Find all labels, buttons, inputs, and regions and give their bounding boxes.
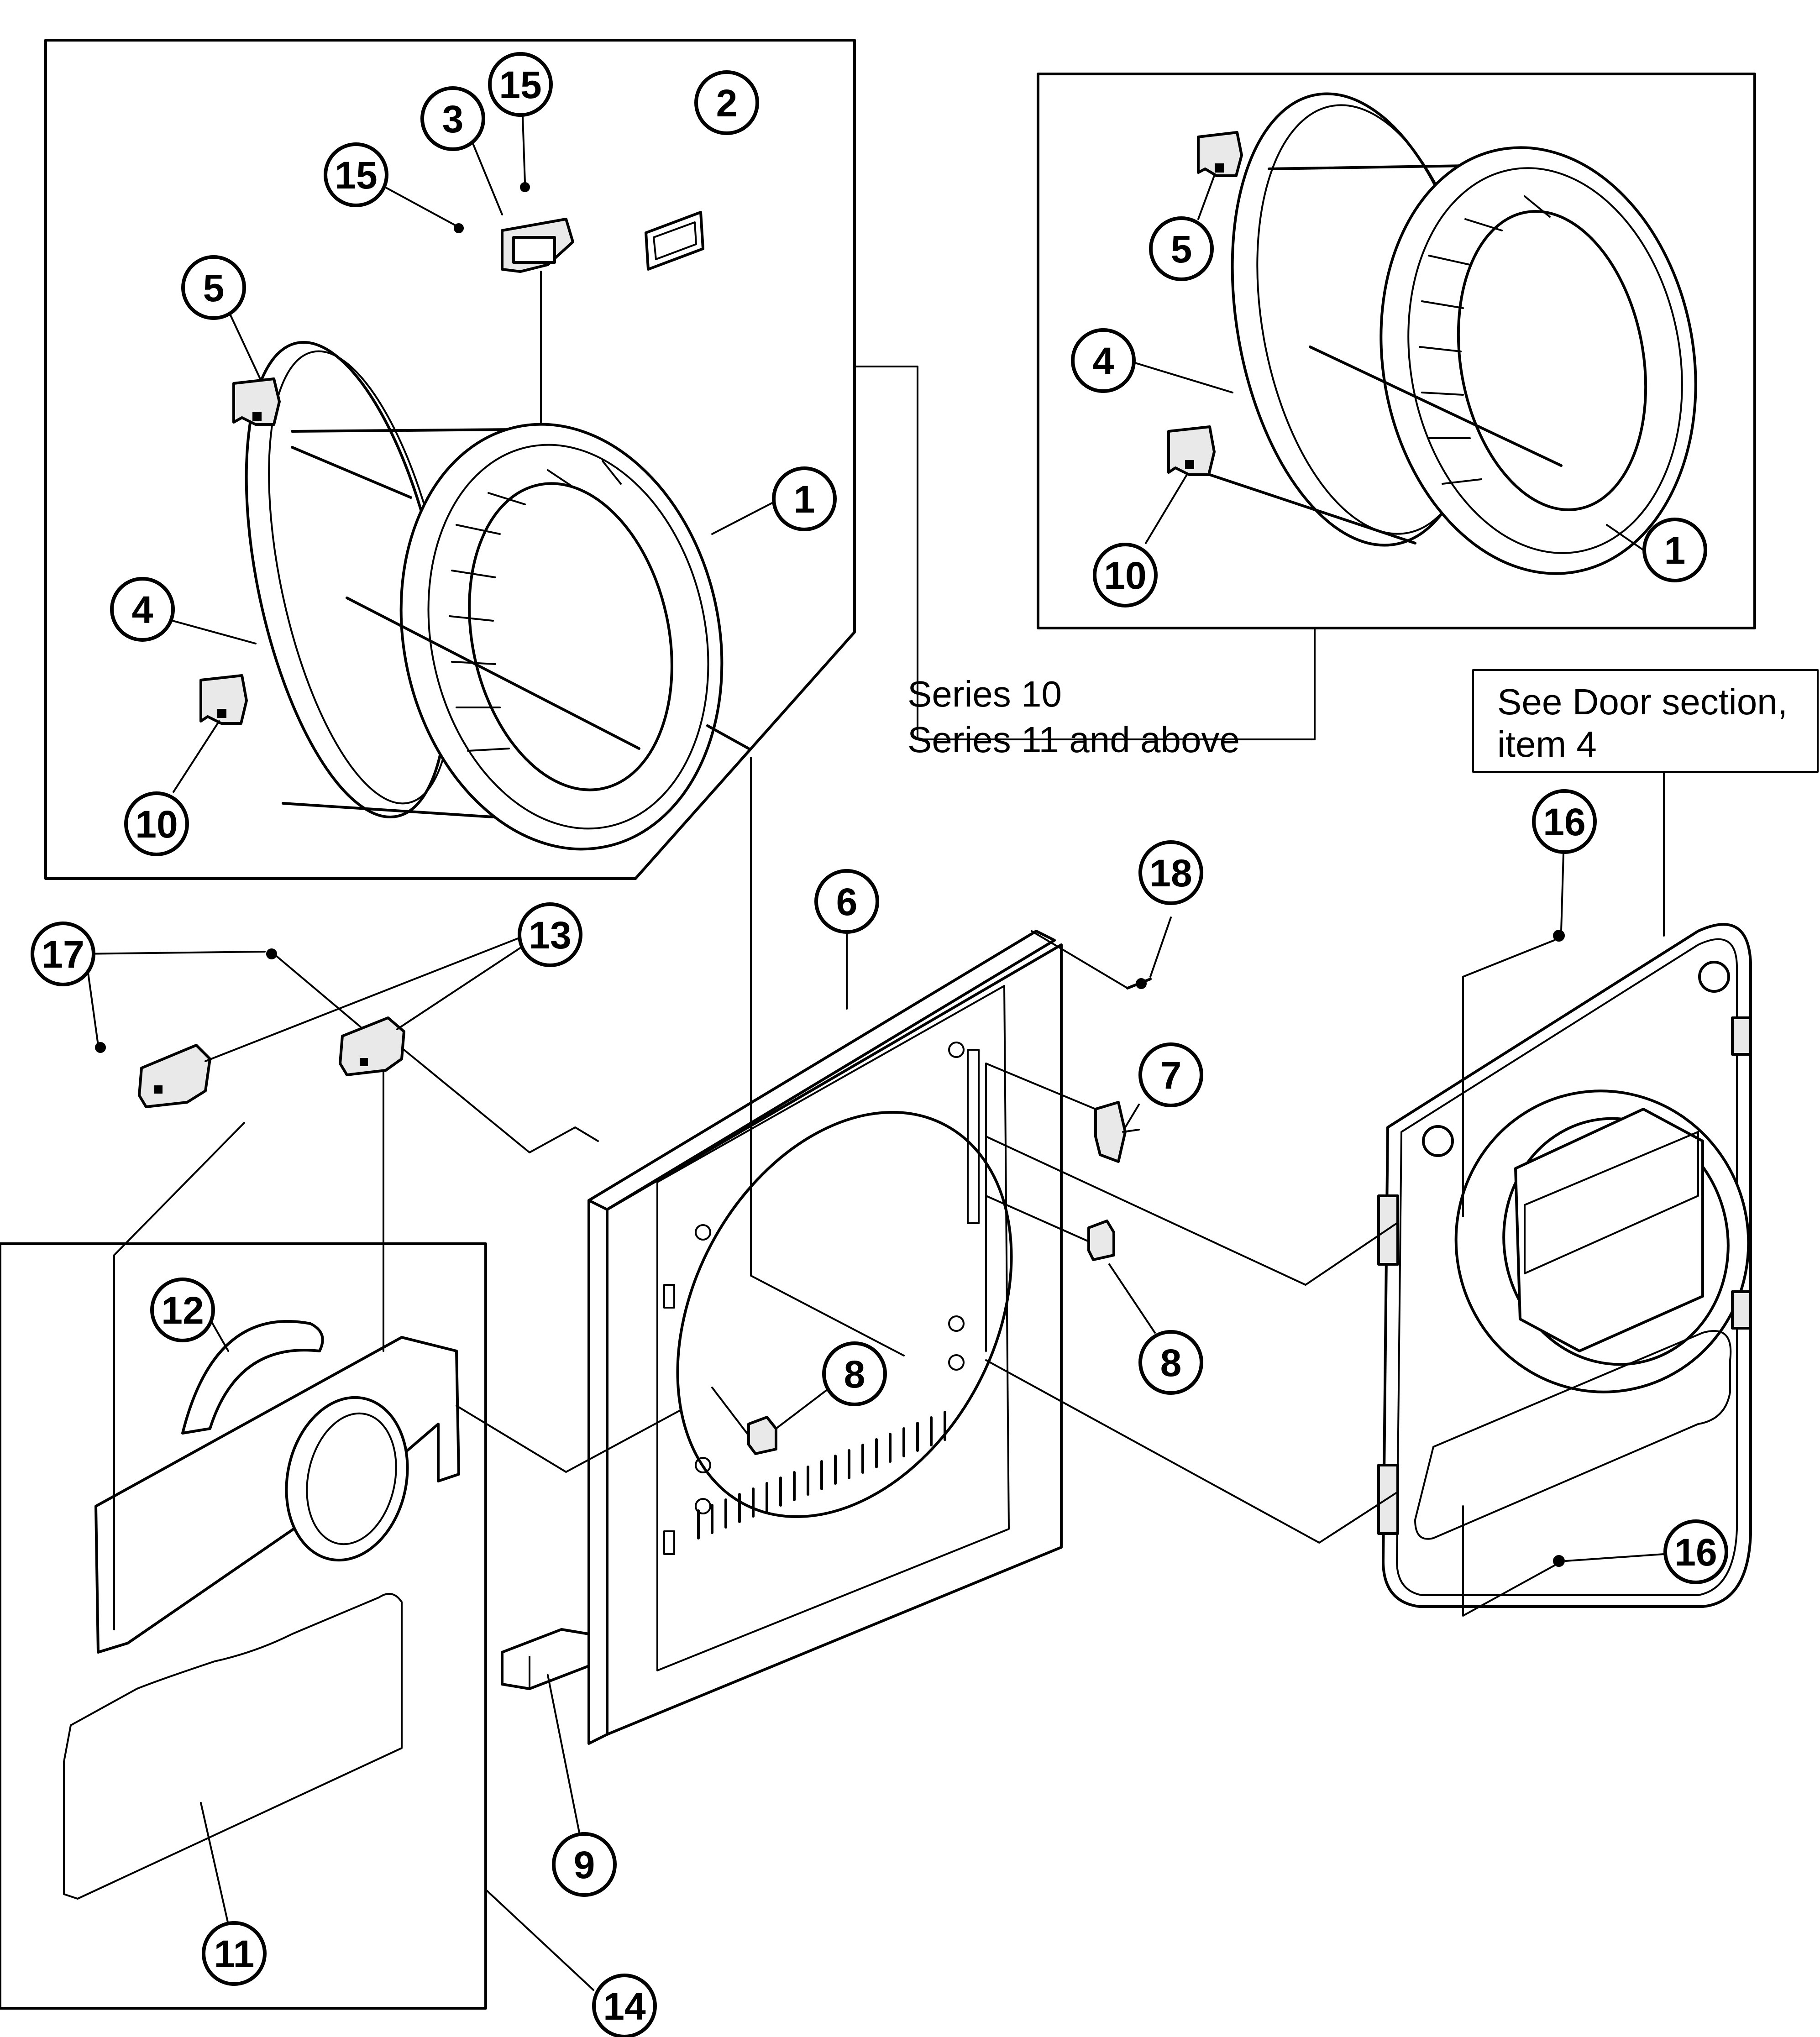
svg-text:18: 18 (1149, 852, 1192, 895)
part-14-group-box (0, 1242, 487, 2010)
drum-assembly-series-11 (1195, 92, 1697, 575)
svg-text:17: 17 (42, 933, 84, 976)
see-door-note-line-2: item 4 (1497, 724, 1597, 765)
callout-14: 14 (592, 1974, 657, 2037)
gasket-part-11 (63, 1593, 403, 1900)
svg-text:3: 3 (442, 98, 464, 141)
callout-15-upper: 15 (488, 52, 553, 117)
svg-text:1: 1 (1664, 529, 1686, 572)
leader-lines (77, 115, 1665, 1991)
bracket-part-10-series-10 (199, 674, 248, 725)
svg-text:10: 10 (135, 803, 178, 846)
callout-2: 2 (694, 70, 759, 135)
clip-part-13-right (339, 1016, 405, 1076)
series-11-label: Series 11 and above (907, 719, 1240, 760)
callout-1-series-10: 1 (772, 466, 837, 531)
callout-3: 3 (420, 86, 485, 151)
svg-text:2: 2 (716, 82, 738, 125)
callout-5-series-11: 5 (1149, 216, 1214, 281)
duct-assembly (94, 1336, 460, 1654)
bracket-part-5-series-11 (1197, 131, 1243, 177)
svg-text:11: 11 (214, 1932, 255, 1975)
callout-5-series-10: 5 (181, 255, 246, 320)
callout-12: 12 (150, 1278, 215, 1342)
callout-7: 7 (1138, 1042, 1203, 1107)
callout-4-series-10: 4 (110, 577, 175, 642)
svg-text:8: 8 (1160, 1341, 1182, 1384)
callout-8-center: 8 (822, 1341, 887, 1406)
callout-17: 17 (31, 922, 95, 986)
callout-16-upper: 16 (1532, 789, 1597, 854)
drum-assembly-series-10 (245, 340, 750, 851)
callout-4-series-11: 4 (1071, 328, 1136, 393)
callout-9: 9 (552, 1832, 617, 1897)
svg-text:15: 15 (335, 154, 377, 197)
svg-text:16: 16 (1674, 1531, 1717, 1574)
see-door-note-line-1: See Door section, (1497, 681, 1788, 722)
callout-6: 6 (814, 869, 879, 934)
callout-10-series-11: 10 (1093, 543, 1158, 607)
screw-part-16-upper (1553, 930, 1565, 942)
callout-8-right: 8 (1138, 1330, 1203, 1395)
svg-text:16: 16 (1543, 801, 1585, 843)
svg-text:4: 4 (1093, 340, 1114, 382)
callout-1-series-11: 1 (1642, 518, 1707, 582)
screw-part-18 (1126, 978, 1152, 990)
svg-text:12: 12 (161, 1289, 204, 1332)
see-door-note-box (1472, 669, 1819, 773)
svg-text:8: 8 (844, 1353, 865, 1396)
svg-text:14: 14 (603, 1985, 646, 2028)
series-10-group-box (44, 39, 856, 880)
switch-part-7 (1094, 1101, 1140, 1163)
svg-text:6: 6 (836, 880, 858, 923)
screw-part-17-right (266, 948, 277, 959)
svg-text:4: 4 (132, 588, 153, 631)
callout-16-lower: 16 (1663, 1519, 1728, 1584)
svg-text:7: 7 (1160, 1054, 1182, 1097)
svg-text:15: 15 (499, 63, 541, 106)
screw-part-16-lower (1553, 1555, 1565, 1567)
bracket-part-3 (501, 218, 574, 273)
clip-part-8-center (747, 1416, 777, 1455)
callout-13: 13 (518, 902, 582, 967)
series-10-label: Series 10 (907, 674, 1062, 714)
svg-text:10: 10 (1104, 554, 1146, 597)
callout-11: 11 (202, 1921, 267, 1986)
gasket-part-2 (645, 211, 704, 271)
svg-text:5: 5 (203, 267, 225, 309)
callout-15-lower: 15 (324, 142, 388, 207)
clip-part-13-left (138, 1044, 211, 1108)
callout-18: 18 (1138, 840, 1203, 905)
svg-text:5: 5 (1171, 228, 1192, 271)
bracket-part-5-series-10 (232, 377, 281, 426)
door-panel (1377, 923, 1752, 1608)
bracket-part-10-series-11 (1167, 425, 1216, 476)
svg-text:9: 9 (574, 1843, 595, 1886)
duct-part-12 (181, 1320, 324, 1435)
svg-text:1: 1 (794, 478, 815, 521)
svg-text:13: 13 (529, 914, 571, 957)
clip-part-8-right (1087, 1220, 1115, 1261)
series-11-group-box (1037, 73, 1756, 629)
callout-10-series-10: 10 (124, 791, 189, 856)
front-panel-part-6 (587, 930, 1063, 1745)
block-part-9 (501, 1628, 590, 1690)
screw-part-15-upper (520, 182, 530, 192)
